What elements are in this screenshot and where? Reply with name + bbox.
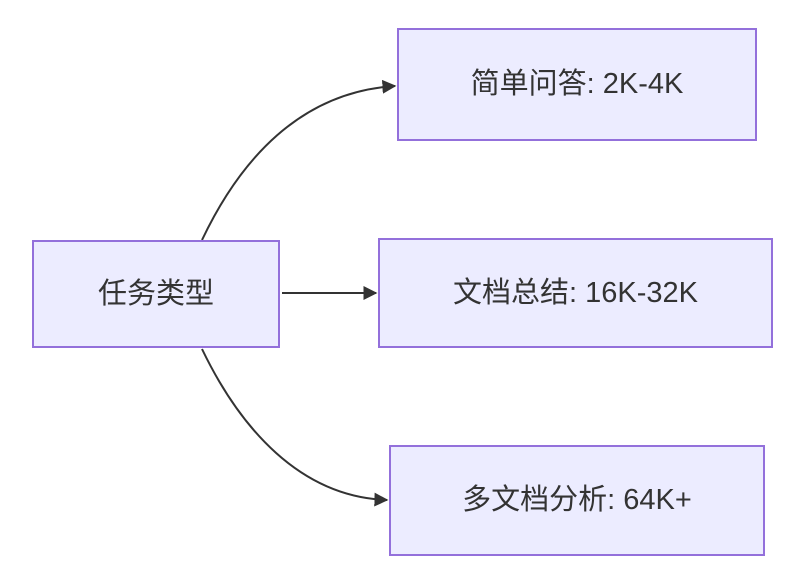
node-multi-doc-analysis: 多文档分析: 64K+ xyxy=(389,445,765,556)
node-doc-summary: 文档总结: 16K-32K xyxy=(378,238,773,348)
edge-task-type-to-simple-qa xyxy=(201,79,397,241)
node-simple-qa-label: 简单问答: 2K-4K xyxy=(470,68,684,101)
node-task-type: 任务类型 xyxy=(32,240,280,348)
edge-task-type-to-multi-doc-analysis xyxy=(201,348,389,507)
node-doc-summary-label: 文档总结: 16K-32K xyxy=(453,276,698,309)
node-multi-doc-analysis-label: 多文档分析: 64K+ xyxy=(462,484,692,517)
node-task-type-label: 任务类型 xyxy=(97,277,214,310)
node-simple-qa: 简单问答: 2K-4K xyxy=(397,28,757,141)
